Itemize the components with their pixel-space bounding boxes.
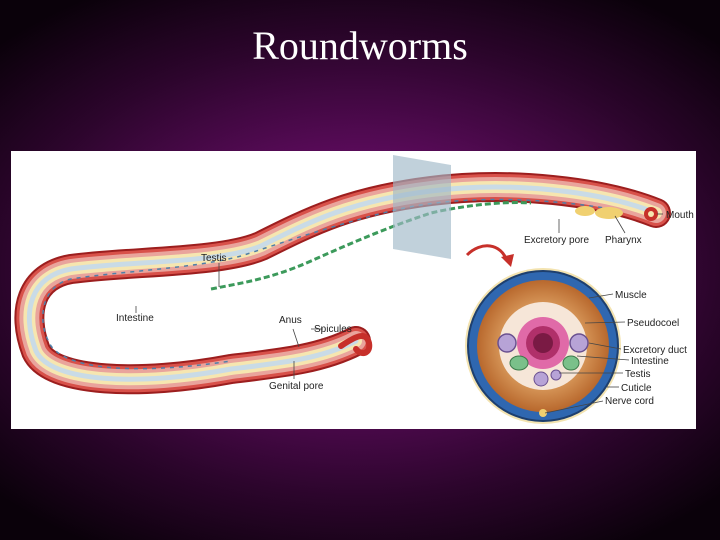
label-genital-pore: Genital pore <box>269 381 324 392</box>
label-pseudocoel: Pseudocoel <box>627 318 679 329</box>
pharynx-bulb <box>595 207 623 219</box>
section-plane <box>393 155 451 259</box>
label-anus: Anus <box>279 315 302 326</box>
label-testis: Testis <box>201 253 227 264</box>
label-cuticle: Cuticle <box>621 383 652 394</box>
label-pharynx: Pharynx <box>605 235 642 246</box>
leader-lines <box>135 213 663 414</box>
diagram-svg: Mouth Excretory pore Pharynx Testis Inte… <box>14 155 694 424</box>
label-intestine-cs: Intestine <box>631 356 669 367</box>
slide-title: Roundworms <box>252 23 468 68</box>
label-nerve-cord: Nerve cord <box>605 396 654 407</box>
arrow-icon <box>465 244 514 267</box>
label-spicules: Spicules <box>314 324 352 335</box>
label-muscle: Muscle <box>615 290 647 301</box>
cross-section <box>465 268 621 424</box>
worm-body <box>14 172 671 395</box>
roundworm-diagram: Mouth Excretory pore Pharynx Testis Inte… <box>11 151 696 429</box>
label-intestine: Intestine <box>116 313 154 324</box>
label-mouth: Mouth <box>666 210 694 221</box>
label-excretory-pore: Excretory pore <box>524 235 589 246</box>
label-excretory-duct: Excretory duct <box>623 345 687 356</box>
label-testis-cs: Testis <box>625 369 651 380</box>
